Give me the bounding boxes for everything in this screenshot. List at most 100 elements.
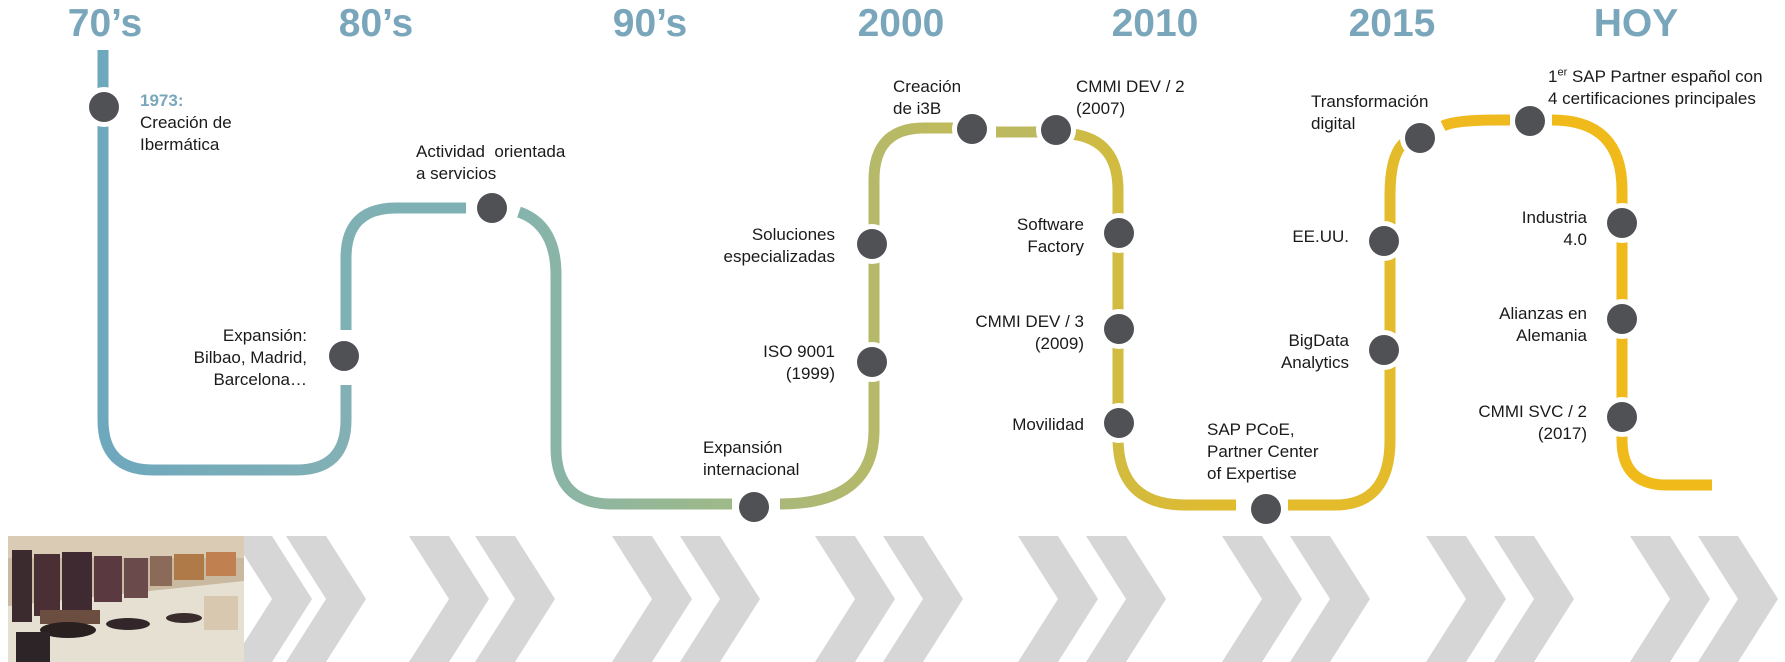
milestone-label-internacional: Expansión internacional bbox=[703, 437, 799, 481]
milestone-text: Bilbao, Madrid, bbox=[193, 348, 307, 367]
chevron-arrow bbox=[409, 536, 489, 662]
era-2015: 2015 bbox=[1348, 2, 1436, 45]
milestone-node-internacional bbox=[739, 492, 769, 522]
milestone-label-transformacion: Transformación digital bbox=[1311, 91, 1428, 135]
milestone-text: Industria bbox=[1521, 208, 1587, 227]
era-90s: 90’s bbox=[612, 2, 688, 45]
milestone-text: Software bbox=[1016, 215, 1084, 234]
chevron-arrow bbox=[1630, 536, 1710, 662]
milestone-text: of Expertise bbox=[1207, 464, 1297, 483]
milestone-node-sap-partner bbox=[1515, 106, 1545, 136]
milestone-node-cmmi-svc bbox=[1607, 402, 1637, 432]
milestone-text: Alianzas en bbox=[1499, 304, 1587, 323]
timeline-segment-2010-2015 bbox=[1288, 135, 1412, 511]
milestone-label-bigdata: BigData Analytics bbox=[1281, 330, 1349, 374]
milestone-label-servicios: Actividad orientada a servicios bbox=[416, 141, 565, 185]
milestone-text: digital bbox=[1311, 114, 1356, 133]
milestone-text: (2007) bbox=[1076, 99, 1126, 118]
milestone-text: Alemania bbox=[1516, 326, 1587, 345]
milestone-label-cmmi-dev-2: CMMI DEV / 2 (2007) bbox=[1076, 76, 1185, 120]
chevron-arrow bbox=[1494, 536, 1574, 662]
chevron-arrow bbox=[1086, 536, 1166, 662]
milestone-label-cmmi-svc: CMMI SVC / 2 (2017) bbox=[1478, 401, 1587, 445]
chevron-arrow bbox=[232, 536, 312, 662]
timeline-segment-80s-upper bbox=[340, 202, 466, 330]
milestone-node-servicios bbox=[477, 193, 507, 223]
milestone-node-transformacion bbox=[1405, 123, 1435, 153]
milestone-text: Creación de bbox=[140, 113, 232, 132]
milestone-node-bigdata bbox=[1369, 335, 1399, 365]
chevron-arrow bbox=[1426, 536, 1506, 662]
milestone-label-soluciones: Soluciones especializadas bbox=[723, 224, 835, 268]
milestone-label-eeuu: EE.UU. bbox=[1292, 226, 1349, 248]
milestone-node-iso9001 bbox=[857, 347, 887, 377]
milestone-node-expansion-nacional bbox=[329, 341, 359, 371]
milestone-text: Expansión bbox=[703, 438, 783, 457]
milestone-text: (2017) bbox=[1537, 424, 1587, 443]
era-hoy: HOY bbox=[1593, 2, 1679, 45]
ordinal-suffix: er bbox=[1557, 66, 1568, 79]
era-2000: 2000 bbox=[857, 2, 945, 45]
milestone-label-industria: Industria 4.0 bbox=[1522, 207, 1587, 251]
milestone-text-rest: SAP Partner español con bbox=[1567, 67, 1763, 86]
chevron-arrow bbox=[883, 536, 963, 662]
chevron-arrow bbox=[1018, 536, 1098, 662]
milestone-node-soluciones bbox=[857, 229, 887, 259]
milestone-text: de i3B bbox=[893, 99, 942, 118]
chevron-strip bbox=[232, 536, 1778, 662]
milestone-node-alianzas bbox=[1607, 304, 1637, 334]
milestone-text: SAP PCoE, bbox=[1207, 420, 1295, 439]
milestone-label-1973: 1973: Creación de Ibermática bbox=[140, 90, 232, 156]
ordinal-number: 1 bbox=[1548, 67, 1558, 86]
chevron-arrow bbox=[680, 536, 760, 662]
milestone-text: 4 certificaciones principales bbox=[1548, 89, 1756, 108]
milestone-text: Factory bbox=[1027, 237, 1084, 256]
milestone-text: ISO 9001 bbox=[763, 342, 835, 361]
timeline-segment-90s-2000 bbox=[779, 122, 954, 510]
milestone-node-industria bbox=[1607, 208, 1637, 238]
chevron-arrow bbox=[1290, 536, 1370, 662]
milestone-node-cmmi-dev-2 bbox=[1041, 115, 1071, 145]
milestone-text: CMMI DEV / 2 bbox=[1076, 77, 1185, 96]
milestone-label-sap-partner: 1er SAP Partner español con 4 certificac… bbox=[1548, 66, 1763, 110]
timeline-segment-80s-90s bbox=[516, 206, 732, 510]
milestone-text: Transformación bbox=[1311, 92, 1429, 111]
milestone-node-1973 bbox=[89, 92, 119, 122]
milestone-text: Analytics bbox=[1280, 353, 1349, 372]
milestone-text: Creación bbox=[893, 77, 962, 96]
milestone-year: 1973: bbox=[140, 91, 184, 110]
milestone-label-sap-pcoe: SAP PCoE, Partner Center of Expertise bbox=[1207, 419, 1319, 485]
milestone-text: Partner Center bbox=[1207, 442, 1319, 461]
milestone-text: (1999) bbox=[785, 364, 835, 383]
milestone-node-cmmi-dev-3 bbox=[1104, 314, 1134, 344]
chevron-arrow bbox=[1222, 536, 1302, 662]
milestone-text: (2009) bbox=[1034, 334, 1084, 353]
milestone-text: 1er SAP Partner español con bbox=[1548, 66, 1763, 88]
timeline-segment-70s-80s bbox=[97, 50, 352, 476]
milestone-text: 4.0 bbox=[1563, 230, 1587, 249]
milestone-text: EE.UU. bbox=[1292, 227, 1349, 246]
milestone-node-sap-pcoe bbox=[1251, 494, 1281, 524]
chevron-arrow bbox=[815, 536, 895, 662]
milestone-text: Actividad orientada bbox=[416, 142, 566, 161]
milestone-text: a servicios bbox=[416, 164, 497, 183]
milestone-text: CMMI SVC / 2 bbox=[1478, 402, 1587, 421]
milestone-text: CMMI DEV / 3 bbox=[975, 312, 1084, 331]
chevron-arrow bbox=[475, 536, 555, 662]
timeline-segment-2015-hoy bbox=[1440, 114, 1510, 132]
milestone-text: Expansión: bbox=[222, 326, 307, 345]
milestone-node-software-factory bbox=[1104, 218, 1134, 248]
era-70s: 70’s bbox=[67, 2, 143, 45]
era-80s: 80’s bbox=[338, 2, 414, 45]
milestone-node-eeuu bbox=[1369, 226, 1399, 256]
milestone-text: especializadas bbox=[723, 247, 835, 266]
milestone-label-software-factory: Software Factory bbox=[1017, 214, 1084, 258]
milestone-label-movilidad: Movilidad bbox=[1012, 414, 1084, 436]
milestone-text: Movilidad bbox=[1012, 415, 1084, 434]
milestone-label-i3b: Creación de i3B bbox=[893, 76, 961, 120]
chevron-arrow bbox=[1698, 536, 1778, 662]
historic-computer-room-photo bbox=[8, 536, 244, 662]
milestone-text: Barcelona… bbox=[213, 370, 307, 389]
milestone-text: internacional bbox=[703, 460, 800, 479]
